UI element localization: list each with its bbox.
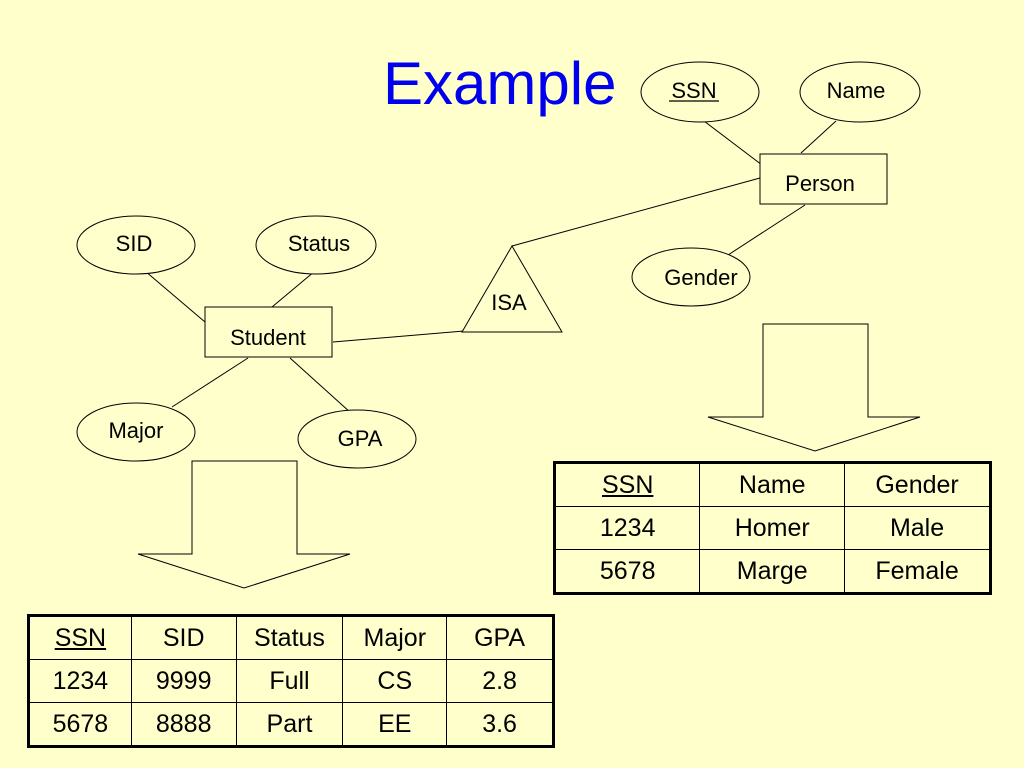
- arrow-down-person-icon: [707, 323, 921, 452]
- line-isa-student: [332, 330, 465, 343]
- attr-gender-ellipse: [631, 247, 751, 307]
- line-person-isa: [511, 177, 761, 247]
- attr-gpa-ellipse: [297, 409, 417, 469]
- table-cell: Female: [844, 549, 991, 594]
- table-cell: 2.8: [446, 659, 554, 703]
- table-cell: 9999: [130, 659, 237, 703]
- attr-name-label: Name: [827, 78, 886, 103]
- entity-student-box: [204, 306, 333, 358]
- table-header-cell: Name: [699, 462, 846, 507]
- entity-student-label: Student: [230, 325, 306, 350]
- attr-status-ellipse: [255, 215, 377, 275]
- attr-status-label: Status: [288, 231, 350, 256]
- table-header-cell: GPA: [446, 615, 554, 660]
- table-header-cell: SID: [130, 615, 237, 660]
- table-cell: 3.6: [446, 702, 554, 747]
- table-cell: 1234: [28, 659, 132, 703]
- table-row: 1234 9999 Full CS 2.8: [28, 659, 554, 703]
- isa-label: ISA: [491, 290, 527, 315]
- table-cell: 1234: [553, 506, 701, 550]
- attr-name-ellipse: [799, 61, 921, 123]
- table-cell: Male: [844, 506, 991, 550]
- table-cell: EE: [342, 702, 448, 747]
- table-cell: Full: [235, 659, 344, 703]
- table-cell: CS: [342, 659, 448, 703]
- entity-person-label: Person: [785, 171, 855, 196]
- table-header-cell: Major: [342, 615, 448, 660]
- table-cell: 5678: [28, 702, 132, 747]
- table-header-cell: Gender: [844, 462, 991, 507]
- line-ssn-person: [699, 117, 763, 166]
- table-cell: Homer: [699, 506, 846, 550]
- entity-person-box: [759, 153, 888, 205]
- table-cell: Marge: [699, 549, 846, 594]
- table-header-row: SSN Name Gender: [553, 462, 991, 507]
- table-header-row: SSN SID Status Major GPA: [28, 615, 554, 660]
- attr-sid-ellipse: [76, 215, 196, 275]
- student-table: SSN SID Status Major GPA 1234 9999 Full …: [27, 614, 555, 748]
- line-major-student: [171, 357, 249, 408]
- table-header-cell: SSN: [28, 615, 132, 660]
- slide-title: Example: [383, 50, 617, 117]
- line-sid-student: [144, 270, 206, 323]
- table-row: 1234 Homer Male: [553, 506, 991, 550]
- line-status-student: [271, 270, 316, 308]
- line-gender-person: [727, 204, 806, 256]
- isa-triangle: [461, 245, 563, 333]
- table-header-cell: Status: [235, 615, 344, 660]
- attr-ssn-ellipse: [640, 61, 760, 123]
- table-cell: 8888: [130, 702, 237, 747]
- table-header-cell: SSN: [553, 462, 701, 507]
- key-column-label: SSN: [54, 623, 107, 652]
- attr-gpa-label: GPA: [338, 426, 383, 451]
- attr-sid-label: SID: [116, 231, 153, 256]
- line-name-person: [800, 120, 837, 154]
- key-column-label: SSN: [601, 470, 654, 499]
- table-cell: 5678: [553, 549, 701, 594]
- attr-major-ellipse: [76, 402, 196, 462]
- attr-ssn-label: SSN: [671, 78, 716, 103]
- table-row: 5678 Marge Female: [553, 549, 991, 594]
- attr-major-label: Major: [108, 418, 163, 443]
- table-cell: Part: [235, 702, 344, 747]
- arrow-down-student-icon: [137, 460, 351, 589]
- person-table: SSN Name Gender 1234 Homer Male 5678 Mar…: [553, 461, 992, 595]
- attr-gender-label: Gender: [664, 265, 737, 290]
- table-row: 5678 8888 Part EE 3.6: [28, 702, 554, 747]
- line-gpa-student: [289, 357, 352, 414]
